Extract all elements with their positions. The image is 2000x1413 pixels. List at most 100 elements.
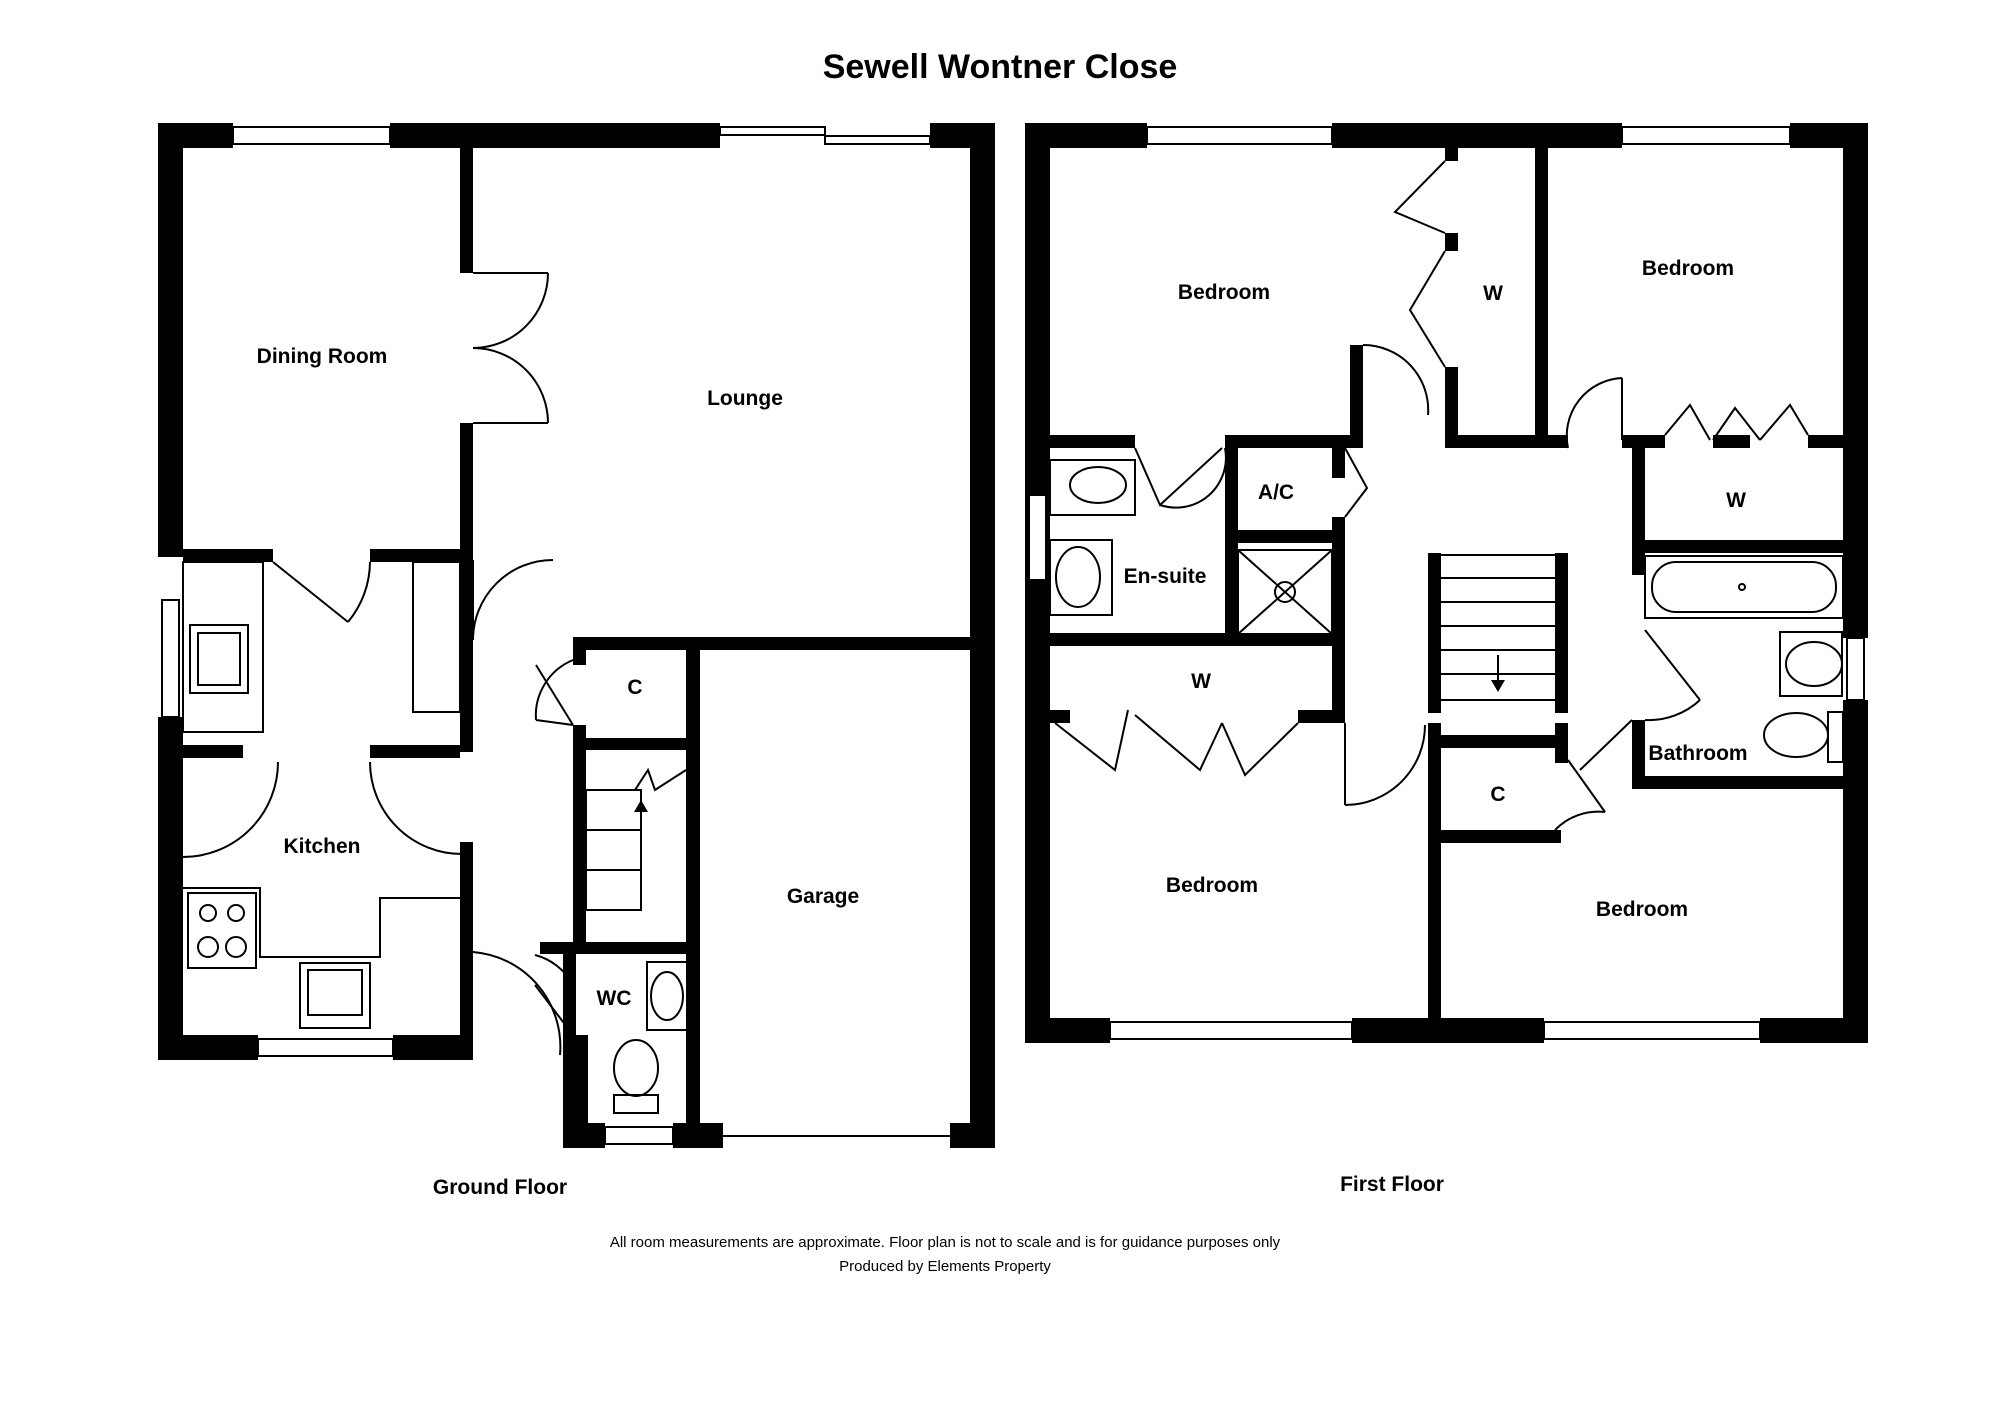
door-swing — [347, 561, 371, 623]
toilet-bowl — [613, 1039, 659, 1097]
wardrobe-door — [1712, 406, 1761, 441]
door-swing — [472, 951, 562, 1056]
wardrobe-door — [1393, 160, 1446, 234]
wall — [1632, 776, 1843, 789]
window — [1621, 126, 1791, 145]
door-swing — [1362, 343, 1430, 416]
room-label-wardrobe: W — [1483, 282, 1503, 305]
wall — [1332, 633, 1345, 723]
door-swing — [472, 347, 549, 424]
wall — [1350, 345, 1363, 448]
door-swing — [1344, 724, 1426, 806]
stair-arrow-head — [1491, 680, 1505, 692]
door-swing — [1644, 699, 1701, 722]
first-floor-plan: Bedroom W Bedroom A/C En-suite W W Bedro… — [1025, 123, 1868, 1196]
room-label-cupboard: C — [627, 676, 642, 699]
stairs — [585, 829, 642, 871]
wall — [563, 942, 576, 1037]
door-swing — [1565, 377, 1623, 449]
wall — [1025, 123, 1050, 1043]
wall — [1632, 553, 1645, 575]
door-leaf — [272, 561, 349, 623]
room-label-kitchen: Kitchen — [283, 835, 360, 858]
window — [1109, 1021, 1353, 1040]
door-swing — [534, 954, 574, 986]
wall — [1332, 543, 1345, 643]
wall — [1632, 540, 1843, 553]
wall — [1298, 710, 1345, 723]
stairs — [585, 869, 642, 911]
window — [1543, 1021, 1761, 1040]
room-label-wardrobe: W — [1726, 489, 1746, 512]
wall — [573, 650, 586, 665]
hob-ring — [197, 936, 219, 958]
wall — [970, 123, 995, 1148]
wall — [1050, 435, 1135, 448]
wall — [1050, 710, 1070, 723]
wall — [1843, 700, 1868, 1043]
wall — [1025, 123, 1147, 148]
wall — [950, 1123, 995, 1148]
bath — [1644, 555, 1844, 619]
wall — [1713, 435, 1750, 448]
stair-arrow-head — [634, 800, 648, 812]
room-label-wardrobe: W — [1191, 670, 1211, 693]
ground-floor-plan: Dining Room Lounge Kitchen C WC Garage G… — [158, 123, 995, 1199]
wall — [1225, 530, 1345, 543]
wall — [1332, 517, 1345, 543]
wall — [158, 123, 233, 148]
wall — [158, 123, 183, 557]
window — [1146, 126, 1333, 145]
door-swing — [472, 272, 549, 349]
wall — [183, 549, 273, 562]
door-leaf — [535, 664, 574, 726]
bath-tub — [1651, 561, 1837, 613]
wall — [1332, 448, 1345, 478]
room-label-garage: Garage — [787, 885, 859, 908]
sliding-door — [824, 135, 931, 145]
wardrobe-door — [1759, 403, 1809, 441]
basin-bowl — [1785, 641, 1843, 687]
wall — [1441, 830, 1561, 843]
bath-plug — [1738, 583, 1746, 591]
hob-ring — [225, 936, 247, 958]
wall — [573, 762, 586, 952]
worktop — [182, 561, 264, 733]
wall — [393, 1035, 473, 1060]
credit-text: Produced by Elements Property — [839, 1258, 1051, 1275]
wall — [1050, 633, 1345, 646]
room-label-ac: A/C — [1258, 481, 1294, 504]
wall — [158, 717, 183, 1060]
worktop — [183, 887, 460, 958]
wall — [1225, 435, 1350, 448]
door-leaf — [1644, 629, 1701, 701]
wall — [686, 650, 700, 1148]
wall — [370, 549, 473, 562]
wall — [1632, 448, 1645, 548]
room-label-bathroom: Bathroom — [1648, 742, 1747, 765]
wall — [1428, 723, 1441, 1043]
room-label-dining-room: Dining Room — [257, 345, 388, 368]
wall — [573, 637, 970, 650]
fridge-unit — [412, 561, 461, 713]
wall — [460, 842, 473, 1035]
wall — [1632, 720, 1645, 782]
window — [257, 1038, 394, 1057]
kitchen-sink-bowl — [197, 632, 241, 686]
wall — [573, 738, 698, 750]
wall — [1445, 367, 1458, 447]
door-swing — [182, 761, 279, 858]
room-label-bedroom: Bedroom — [1596, 898, 1688, 921]
room-label-bedroom: Bedroom — [1642, 257, 1734, 280]
door-swing — [1159, 447, 1227, 509]
door-swing — [472, 559, 554, 641]
door-leaf — [1344, 447, 1369, 518]
toilet-bowl — [1763, 712, 1829, 758]
window — [161, 599, 180, 718]
kitchen-sink — [299, 962, 371, 1029]
kitchen-sink-bowl — [307, 969, 363, 1016]
disclaimer-text: All room measurements are approximate. F… — [610, 1234, 1281, 1251]
basin — [646, 961, 688, 1031]
shower-tray — [1237, 549, 1333, 635]
window — [232, 126, 391, 145]
